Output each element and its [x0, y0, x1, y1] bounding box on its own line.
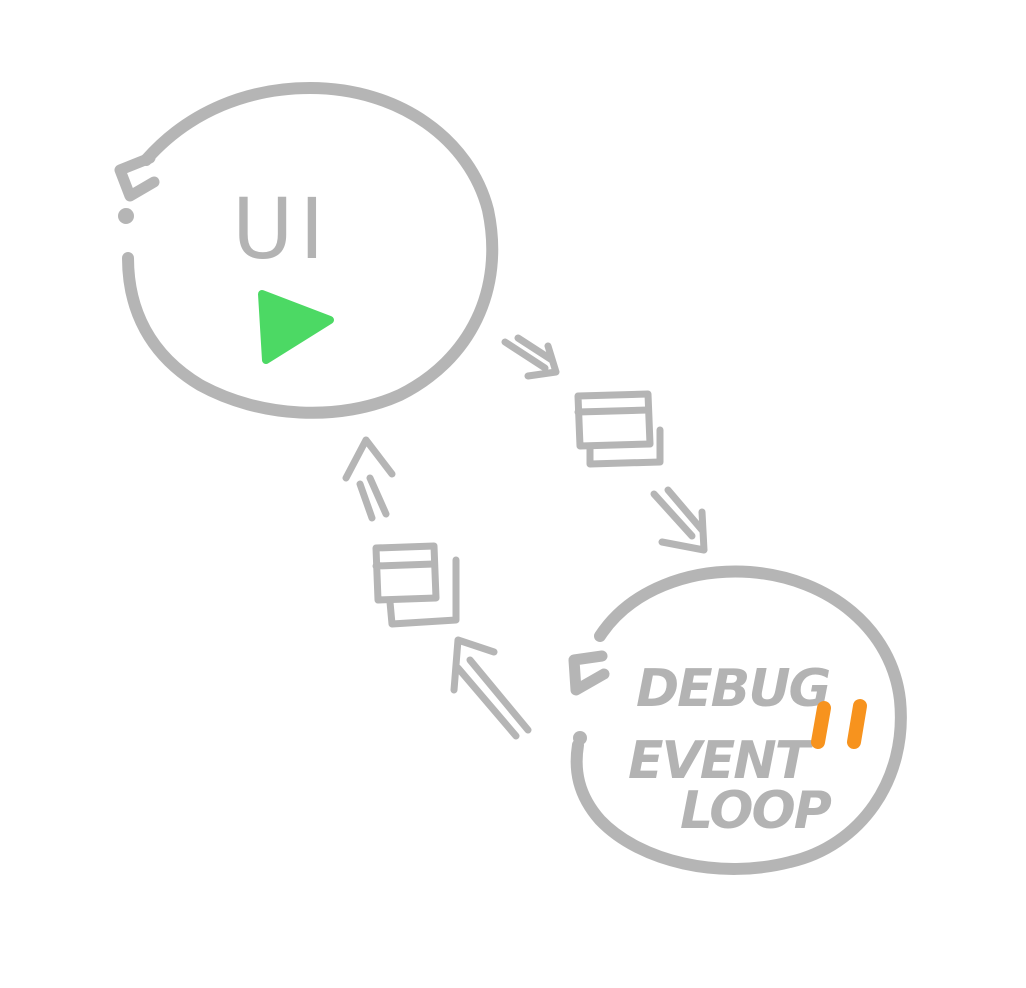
arrow-debug-to-message-icon	[450, 636, 532, 740]
ui-loop-circle	[122, 82, 499, 419]
debug-loop-dot	[573, 731, 587, 745]
arrow-message-to-debug-icon	[650, 486, 708, 554]
ui-loop-arrowhead-icon	[114, 152, 160, 202]
debug-label-line-3: LOOP	[680, 781, 832, 841]
play-icon	[258, 290, 334, 364]
arrow-ui-to-message-icon	[501, 334, 560, 380]
pause-icon	[811, 699, 867, 749]
message-icon	[574, 390, 664, 468]
ui-loop-dot	[118, 208, 134, 224]
edge-debug-to-ui	[342, 436, 532, 740]
edge-ui-to-debug	[501, 334, 708, 554]
debug-loop-arrowhead-icon	[568, 650, 610, 696]
ui-node: UI	[114, 82, 499, 419]
debug-loop-node: DEBUG EVENT LOOP	[568, 565, 907, 875]
message-icon	[372, 542, 460, 628]
debug-label-line-1: DEBUG	[636, 659, 830, 719]
debug-loop-circle	[570, 565, 907, 875]
debug-label-line-2: EVENT	[628, 731, 814, 791]
arrow-message-to-ui-icon	[342, 436, 396, 522]
ui-label: UI	[232, 180, 330, 278]
